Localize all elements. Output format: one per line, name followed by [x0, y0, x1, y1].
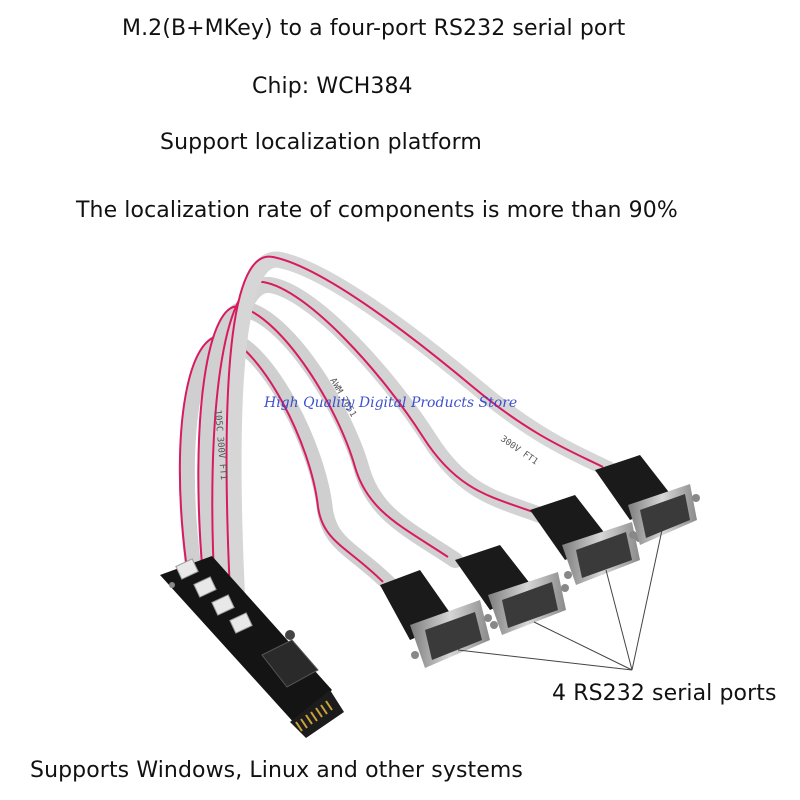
- ribbon-cable-4: [225, 251, 618, 624]
- db9-connector-1: [380, 570, 492, 668]
- os-support-line: Supports Windows, Linux and other system…: [30, 758, 523, 783]
- db9-connector-3: [530, 495, 643, 585]
- db9-connector-2: [455, 545, 569, 635]
- cable-print-a: 300V FT1: [498, 434, 539, 467]
- store-watermark: High Quality Digital Products Store: [264, 395, 518, 411]
- callout-lines: [457, 529, 663, 671]
- ribbon-cable-3: [211, 277, 548, 606]
- ports-callout-label: 4 RS232 serial ports: [552, 681, 777, 706]
- ribbon-cable-2: [197, 301, 463, 588]
- chip-wch384: [261, 639, 319, 688]
- title-line: M.2(B+MKey) to a four-port RS232 serial …: [122, 16, 626, 41]
- ribbon-cable-1: [178, 331, 398, 593]
- localization-line: The localization rate of components is m…: [76, 198, 678, 223]
- platform-line: Support localization platform: [160, 130, 482, 155]
- db9-connector-4: [595, 455, 700, 545]
- chip-line: Chip: WCH384: [252, 74, 413, 99]
- gold-fingers: [295, 700, 333, 732]
- m2-adapter-card: [160, 556, 344, 738]
